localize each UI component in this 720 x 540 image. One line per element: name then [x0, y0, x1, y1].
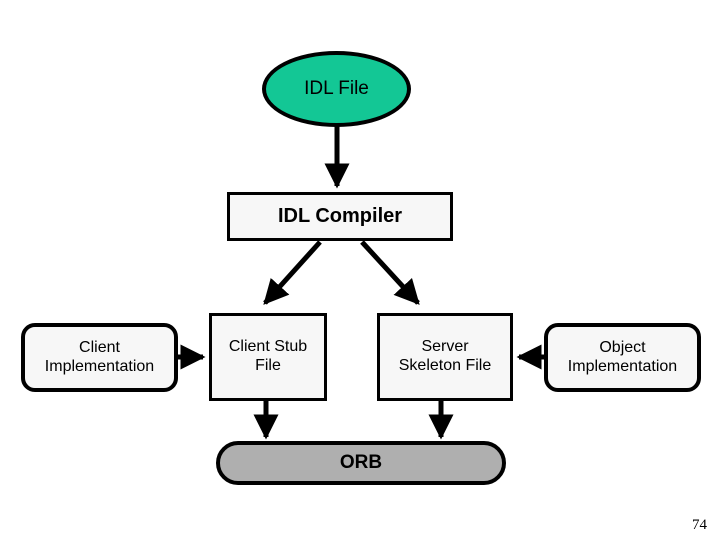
node-orb[interactable]: ORB	[216, 441, 506, 485]
node-client-stub-file[interactable]: Client Stub File	[209, 313, 327, 401]
node-idl-compiler[interactable]: IDL Compiler	[227, 192, 453, 241]
node-idl-compiler-label: IDL Compiler	[277, 204, 403, 227]
node-object-implementation-label: Object Implementation	[567, 338, 678, 375]
node-client-stub-file-label: Client Stub File	[228, 338, 308, 374]
node-object-implementation[interactable]: Object Implementation	[544, 323, 701, 392]
node-idl-file[interactable]: IDL File	[262, 51, 411, 127]
node-server-skeleton-file[interactable]: Server Skeleton File	[377, 313, 513, 401]
node-orb-label: ORB	[339, 451, 383, 473]
node-client-implementation[interactable]: Client Implementation	[21, 323, 178, 392]
page-number: 74	[692, 517, 707, 533]
connector-idl-compiler-to-server-skeleton	[360, 240, 420, 305]
node-client-implementation-label: Client Implementation	[44, 338, 155, 375]
node-server-skeleton-file-label: Server Skeleton File	[398, 338, 492, 374]
connector-idl-compiler-to-client-stub	[263, 240, 322, 305]
node-idl-file-label: IDL File	[304, 77, 369, 99]
